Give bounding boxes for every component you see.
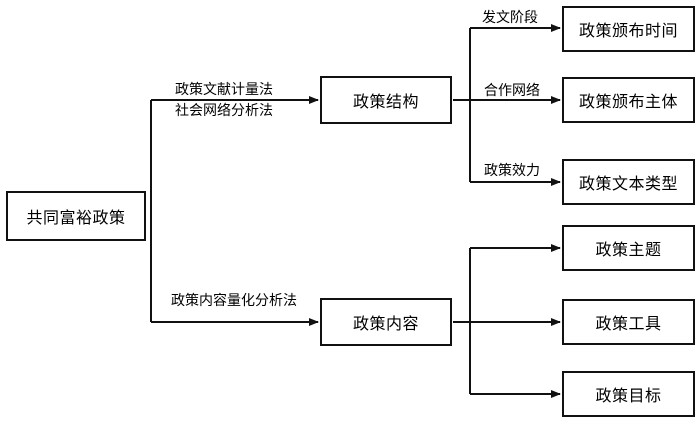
method-label-sna: 社会网络分析法 bbox=[175, 103, 273, 119]
node-issue-subject: 政策颁布主体 bbox=[562, 77, 695, 123]
edge-label-network: 合作网络 bbox=[484, 83, 540, 99]
node-policy-content: 政策内容 bbox=[320, 298, 452, 346]
node-policy-structure: 政策结构 bbox=[320, 76, 452, 124]
node-text-type: 政策文本类型 bbox=[562, 159, 695, 205]
node-policy-tool: 政策工具 bbox=[562, 299, 695, 345]
node-policy-theme: 政策主题 bbox=[562, 225, 695, 271]
root-node: 共同富裕政策 bbox=[6, 191, 146, 241]
method-label-content-analysis: 政策内容量化分析法 bbox=[171, 293, 297, 309]
edge-label-effect: 政策效力 bbox=[484, 163, 540, 179]
method-label-bibliometric: 政策文献计量法 bbox=[175, 82, 273, 98]
edge-label-stage: 发文阶段 bbox=[482, 10, 538, 26]
node-issue-time: 政策颁布时间 bbox=[562, 6, 695, 52]
node-policy-goal: 政策目标 bbox=[562, 371, 695, 417]
